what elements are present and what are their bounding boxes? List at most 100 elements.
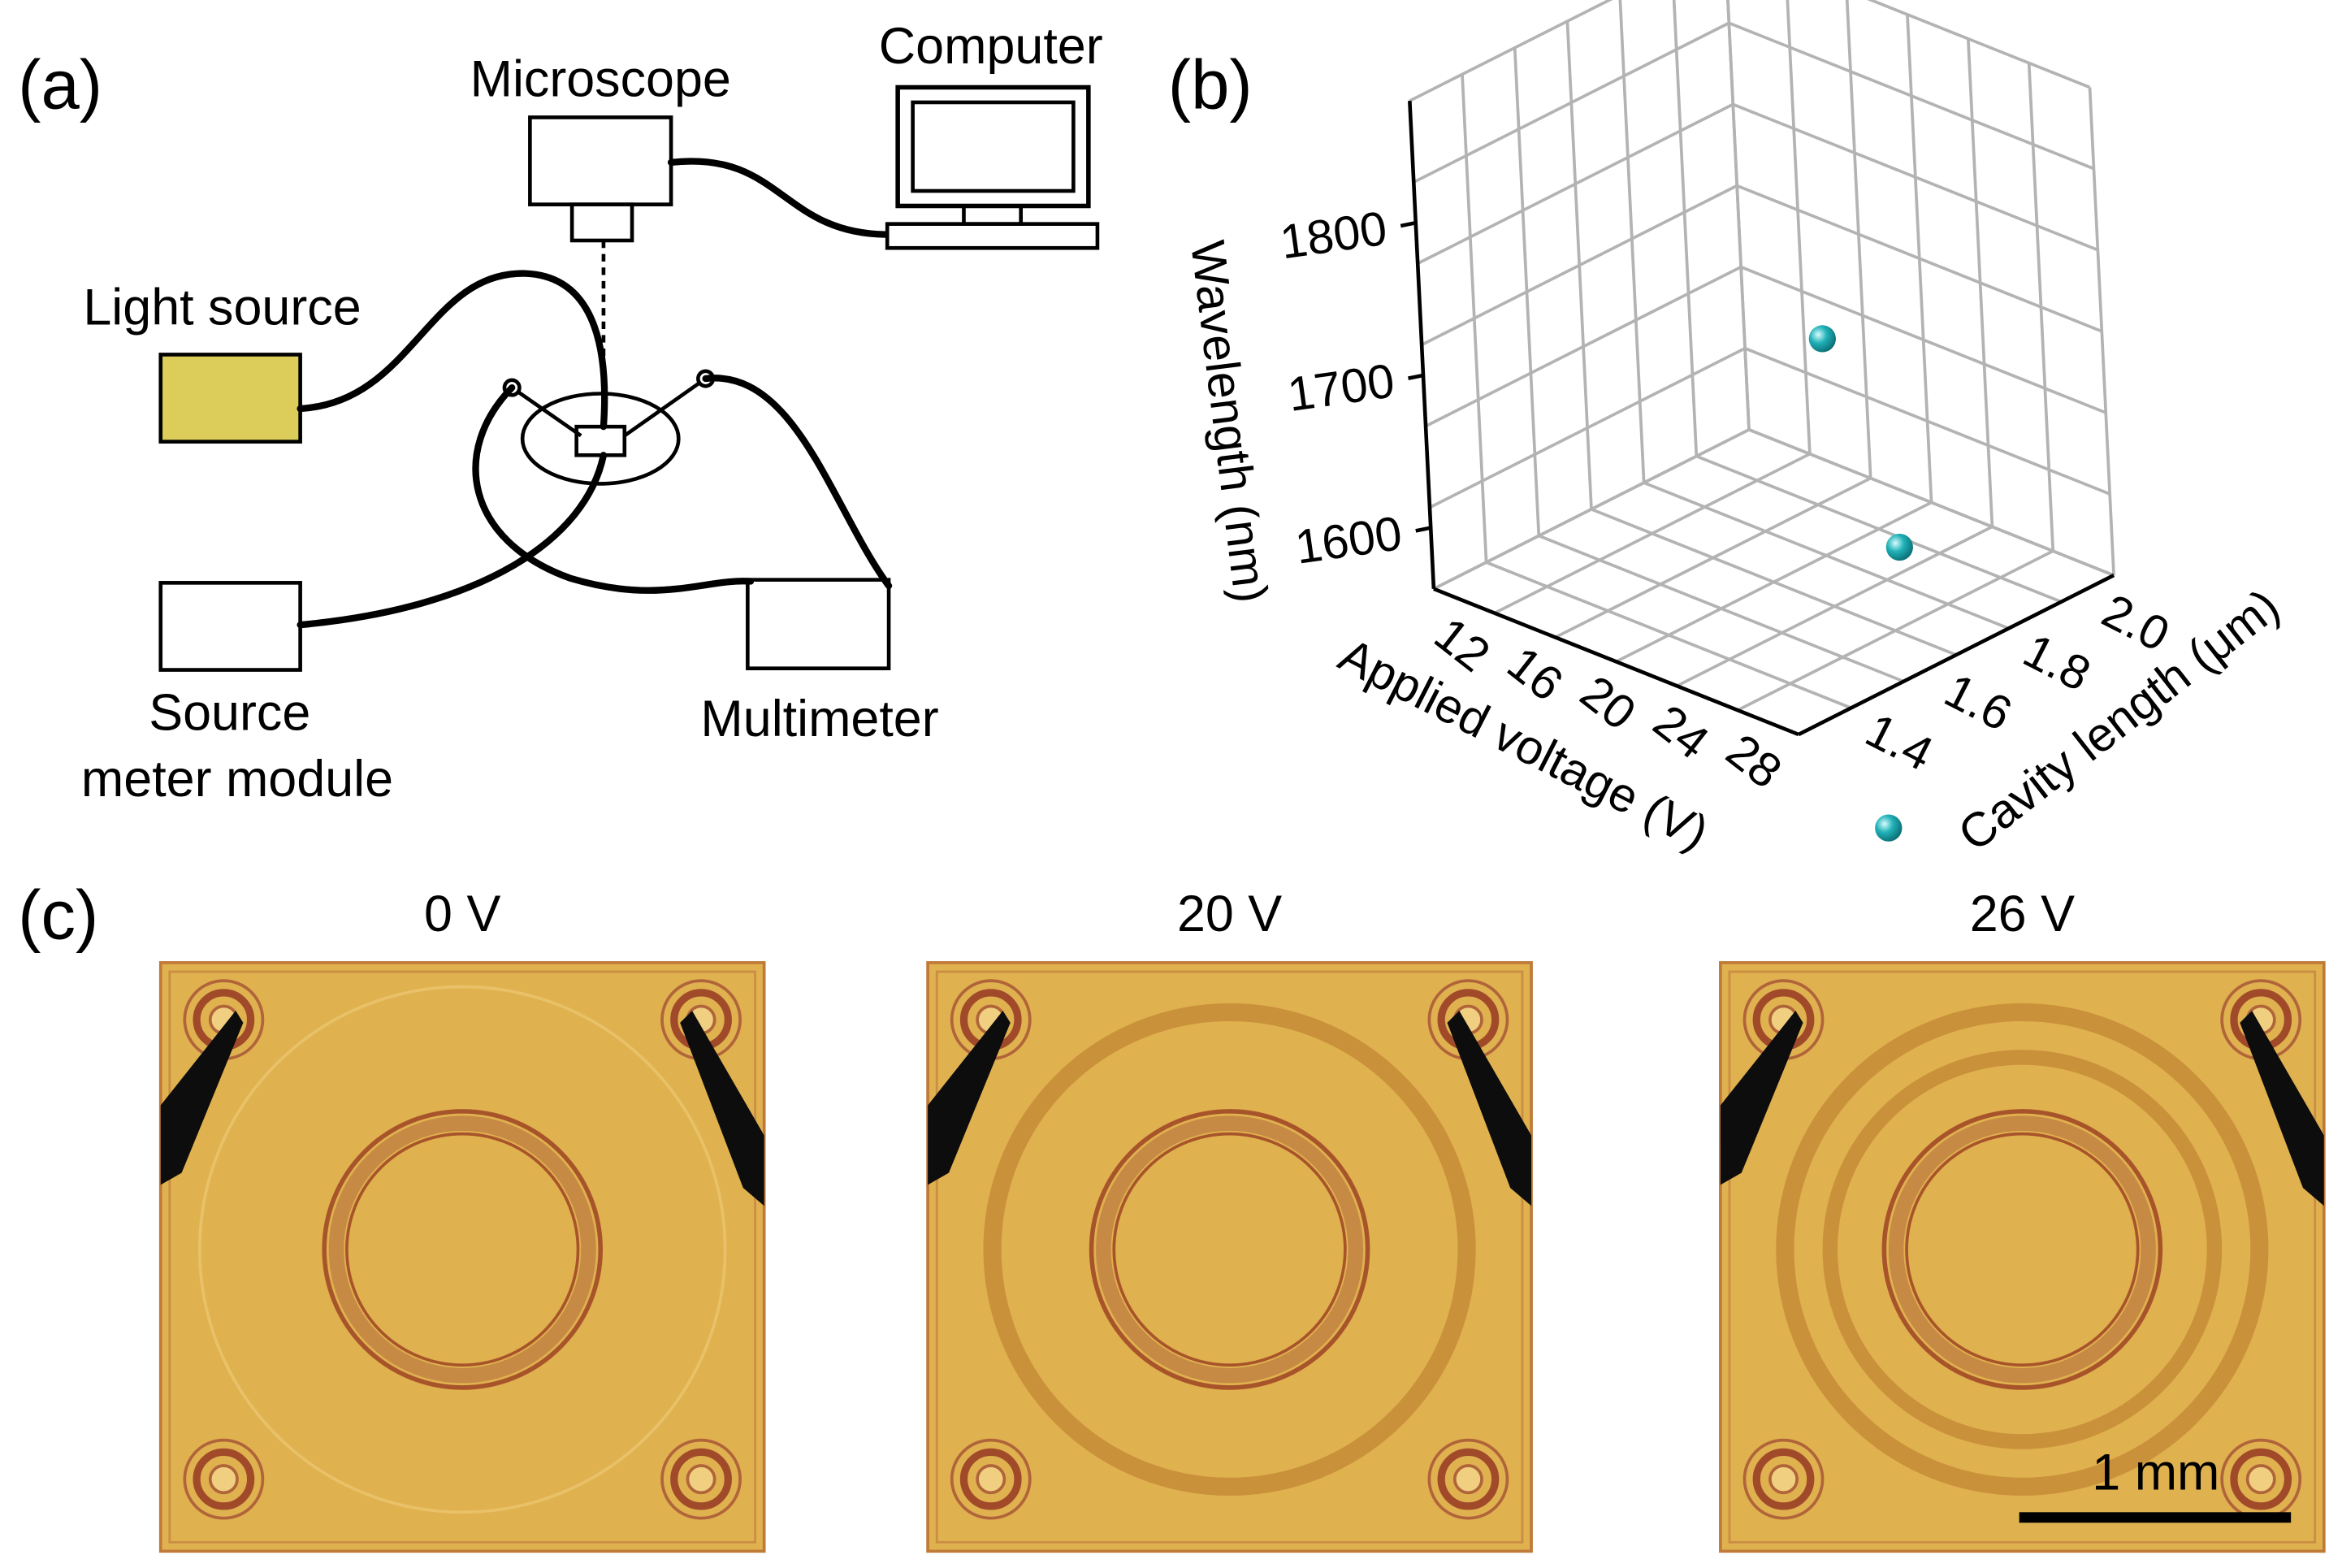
grid-3d	[1408, 0, 2115, 736]
voltage-label: 20 V	[1177, 886, 1282, 942]
micrograph-row: 0 V 20 V 26 V	[158, 886, 2326, 1553]
x-tick-label: 28	[1716, 723, 1792, 799]
side-wall-grid-line	[1732, 102, 2099, 252]
corner-pad-ring	[183, 1438, 265, 1520]
multimeter-box	[746, 578, 891, 671]
x-tick-label: 24	[1643, 694, 1719, 769]
z-tick-mark	[1408, 373, 1424, 380]
source-meter-label-line2: meter module	[81, 751, 393, 808]
data-point	[1808, 325, 1836, 353]
micrograph-frame	[935, 970, 1524, 1544]
side-wall-grid-line	[1966, 38, 1994, 527]
scale-bar-label: 1 mm	[2092, 1445, 2219, 1501]
back-wall-grid-line	[1672, 0, 1699, 457]
inner-ring-outer	[1881, 1109, 2163, 1390]
corner-pad-ring	[2230, 1448, 2292, 1510]
corner-pad-ring	[660, 1438, 742, 1520]
corner-pad-ring	[1742, 1438, 1825, 1520]
probe-needle-left	[160, 1011, 244, 1185]
back-wall-grid-line	[1726, 0, 1751, 430]
source-meter-label-line1: Source	[149, 684, 310, 741]
corner-pad-center	[1452, 1464, 1483, 1495]
probe-needle-left	[1720, 1011, 1803, 1185]
side-wall-grid-line	[1786, 0, 1812, 454]
inner-ring-band	[1888, 1115, 2156, 1384]
panel-c: (c) 0 V 20 V 26 V 1 mm	[18, 877, 2326, 1553]
inner-ring-outer	[322, 1109, 604, 1390]
micrograph-3: 26 V	[1719, 886, 2326, 1553]
y-axis-line	[1797, 574, 2115, 737]
side-wall-grid-line	[1728, 21, 2095, 171]
inner-ring-band	[1096, 1115, 1364, 1384]
inner-ring-inner	[1905, 1132, 2140, 1367]
z-axis-line	[1408, 101, 1436, 589]
voltage-label: 0 V	[424, 886, 500, 942]
side-wall-grid-line	[2088, 87, 2115, 576]
probe-needle-right	[1447, 1011, 1532, 1206]
computer-icon	[885, 84, 1100, 250]
panel-b-label: (b)	[1168, 46, 1253, 123]
z-tick-label: 1600	[1292, 505, 1405, 574]
voltage-label: 26 V	[1970, 886, 2075, 942]
floor-grid-line	[1643, 481, 2010, 630]
corner-pad-center	[976, 1464, 1006, 1495]
source-meter-box	[158, 581, 302, 672]
inner-ring-outer	[1089, 1109, 1370, 1390]
y-tick-label: 1.8	[2015, 623, 2100, 702]
multimeter-label: Multimeter	[700, 691, 938, 747]
micrograph-frame	[168, 970, 756, 1544]
micrograph-frame	[1728, 970, 2317, 1544]
inner-ring-inner	[345, 1132, 580, 1367]
back-wall-grid-line	[1413, 21, 1730, 184]
scale-bar	[2019, 1512, 2292, 1523]
z-tick-label: 1800	[1277, 201, 1391, 270]
x-tick-label: 16	[1498, 635, 1574, 711]
microscope-icon	[528, 115, 673, 243]
panel-a-label: (a)	[18, 46, 102, 123]
axes-3d	[1408, 101, 2115, 737]
back-wall-grid-line	[1409, 0, 1613, 102]
micrograph-background	[158, 961, 766, 1553]
panel-c-label: (c)	[18, 877, 98, 954]
corner-pad-ring	[1427, 1438, 1509, 1520]
side-wall-grid-line	[1867, 0, 2091, 89]
corner-pad-ring	[959, 1448, 1022, 1510]
probe-needle-left	[928, 1011, 1011, 1185]
corner-pad-center	[686, 1464, 716, 1495]
corner-pad-ring	[1437, 1448, 1500, 1510]
inner-ring-inner	[1112, 1132, 1347, 1367]
x-axis-line	[1433, 587, 1799, 737]
micrograph-2: 20 V	[926, 886, 1533, 1553]
probe-needle-right	[680, 1011, 764, 1206]
floor-grid-line	[1748, 428, 2115, 577]
corner-pad-ring	[950, 1438, 1032, 1520]
z-tick-label: 1700	[1284, 353, 1398, 422]
light-source-label: Light source	[83, 279, 361, 336]
micrograph-background	[926, 961, 1533, 1553]
side-wall-grid-line	[1736, 184, 2102, 333]
floor-grid-line	[1591, 508, 1957, 656]
corner-pad-center	[208, 1464, 239, 1495]
wavelength-tick-labels: 1600 1700 1800	[1277, 201, 1431, 574]
panel-a: (a) Computer Microscope Light source Sou…	[18, 18, 1102, 808]
interference-fringe	[1776, 1003, 2269, 1496]
data-point	[1885, 533, 1913, 561]
membrane-edge	[197, 985, 727, 1514]
corner-pad-center	[1768, 1464, 1799, 1495]
corner-pad-center	[2245, 1464, 2276, 1495]
interference-fringe	[983, 1003, 1476, 1496]
y-tick-label: 1.6	[1937, 663, 2021, 742]
data-point	[1875, 814, 1903, 842]
light-source-box	[158, 353, 302, 444]
z-axis-title: Wavelength (nm)	[1180, 238, 1279, 606]
y-tick-label: 1.4	[1858, 702, 1942, 781]
cables	[297, 158, 893, 629]
corner-pad-ring	[193, 1448, 255, 1510]
side-wall-grid-line	[2027, 63, 2055, 552]
z-tick-mark	[1400, 221, 1417, 228]
data-points	[1808, 325, 1913, 842]
computer-label: Computer	[879, 18, 1103, 75]
